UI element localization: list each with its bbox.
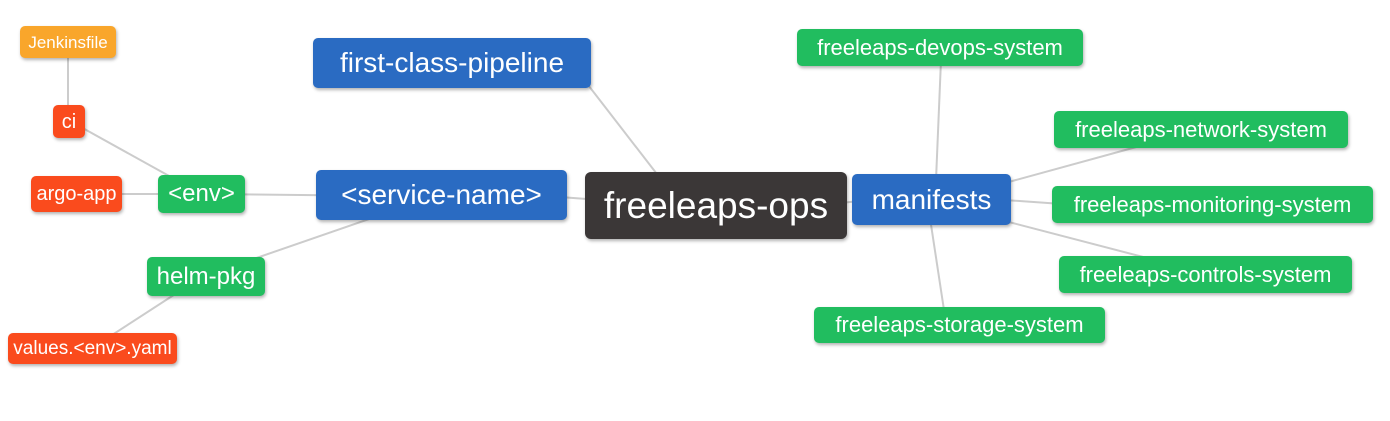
node-freeleaps-devops-system[interactable]: freeleaps-devops-system — [797, 29, 1083, 66]
edge-pipeline-ops — [584, 80, 661, 179]
node-service-name[interactable]: <service-name> — [316, 170, 567, 220]
node-freeleaps-controls-system[interactable]: freeleaps-controls-system — [1059, 256, 1352, 293]
node-values-env-yaml[interactable]: values.<env>.yaml — [8, 333, 177, 364]
node-argo-app[interactable]: argo-app — [31, 176, 122, 212]
node-freeleaps-ops[interactable]: freeleaps-ops — [585, 172, 847, 239]
edge-manifests-devops — [935, 59, 942, 181]
node-helm-pkg[interactable]: helm-pkg — [147, 257, 265, 296]
node-jenkinsfile[interactable]: Jenkinsfile — [20, 26, 116, 58]
node-first-class-pipeline[interactable]: first-class-pipeline — [313, 38, 591, 88]
node-freeleaps-monitoring-system[interactable]: freeleaps-monitoring-system — [1052, 186, 1373, 223]
node-manifests[interactable]: manifests — [852, 174, 1011, 225]
edge-manifests-network — [1004, 145, 1141, 184]
node-ci[interactable]: ci — [53, 105, 85, 138]
edge-manifests-storage — [929, 217, 945, 311]
node-env[interactable]: <env> — [158, 175, 245, 213]
edge-manifests-controls — [1004, 220, 1148, 259]
node-freeleaps-storage-system[interactable]: freeleaps-storage-system — [814, 307, 1105, 343]
node-freeleaps-network-system[interactable]: freeleaps-network-system — [1054, 111, 1348, 148]
